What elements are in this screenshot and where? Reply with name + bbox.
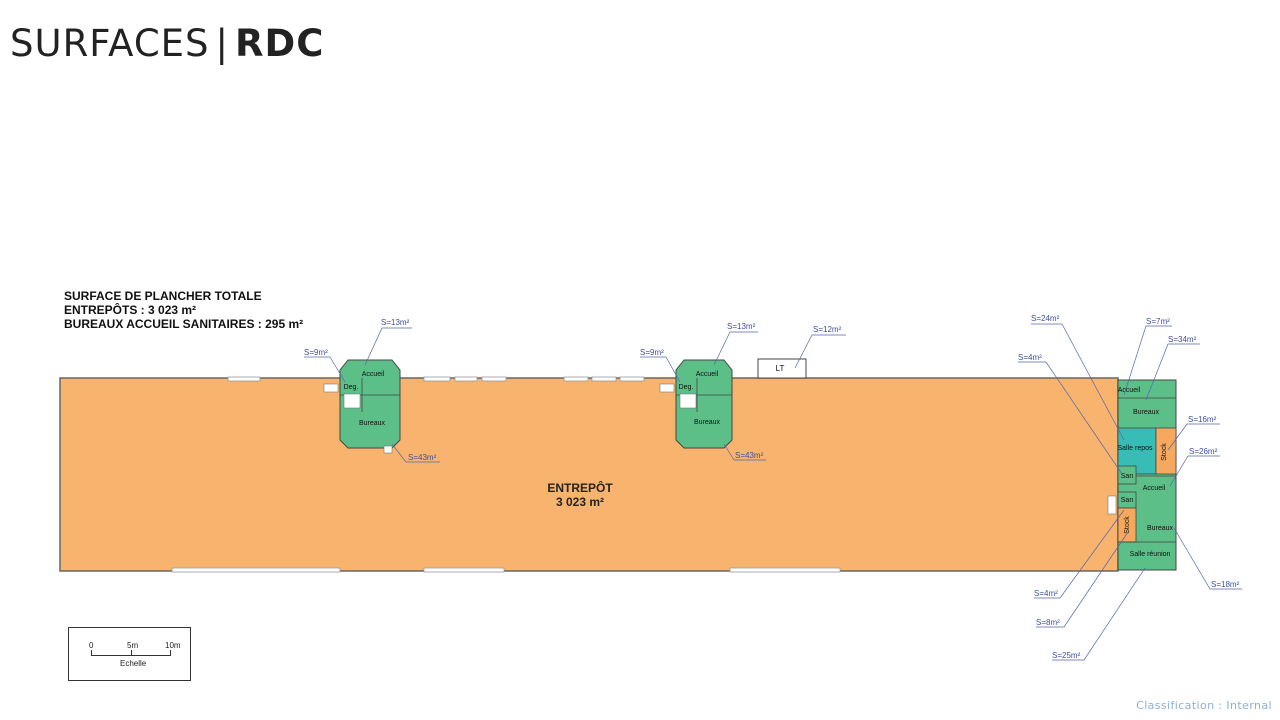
callout-middle-bureaux: S=43m² (735, 451, 764, 460)
callout-stock-top: S=16m² (1188, 415, 1217, 424)
scale-ten: 10m (165, 641, 181, 650)
right-salle-repos-label: Salle repos (1117, 445, 1153, 452)
right-salle-reunion-label: Salle réunion (1130, 551, 1171, 558)
callout-bureaux-bottom: S=18m² (1211, 580, 1240, 589)
summary-line-warehouse: ENTREPÔTS : 3 023 m² (64, 303, 197, 317)
middle-deg-label: Deg. (679, 384, 694, 391)
right-stock-bottom-label: Stock (1124, 516, 1131, 534)
callout-left-bureaux: S=43m² (408, 453, 437, 462)
scale-tick-5 (131, 650, 132, 656)
left-deg-label: Deg. (344, 384, 359, 391)
office-block-right (1107, 379, 1177, 571)
callout-right-accueil-top: S=7m² (1146, 317, 1170, 326)
callout-middle-accueil: S=13m² (727, 322, 756, 331)
callout-stock-bottom: S=8m² (1036, 618, 1060, 627)
right-bureaux-bottom-label: Bureaux (1147, 525, 1174, 532)
scale-bar: 0 5m 10m Echelle (68, 627, 191, 681)
title-level: RDC (235, 22, 325, 65)
lt-room (757, 358, 807, 379)
callout-lt: S=12m² (813, 325, 842, 334)
scale-label: Echelle (120, 659, 147, 668)
office-block-middle (659, 359, 733, 449)
right-accueil-top-label: Accueil (1118, 387, 1141, 394)
right-san-1-label: San (1121, 473, 1134, 480)
scale-tick-10 (170, 650, 171, 656)
title-prefix: SURFACES (10, 22, 210, 65)
callout-leaders (304, 323, 1242, 661)
callout-salle-repos: S=24m² (1031, 314, 1060, 323)
right-bureaux-top-label: Bureaux (1133, 409, 1160, 416)
right-accueil-mid-label: Accueil (1143, 485, 1166, 492)
scale-tick-0 (91, 650, 92, 656)
warehouse-area-value: 3 023 m² (556, 495, 604, 509)
middle-accueil-label: Accueil (696, 371, 719, 378)
callout-san-top: S=4m² (1018, 353, 1042, 362)
scale-zero: 0 (89, 641, 94, 650)
office-block-left (323, 359, 401, 454)
callout-san-bottom: S=4m² (1034, 589, 1058, 598)
right-stock-top-label: Stock (1161, 443, 1168, 461)
middle-bureaux-label: Bureaux (694, 419, 721, 426)
callout-left-deg: S=9m² (304, 348, 328, 357)
warehouse-label: ENTREPÔT (547, 480, 613, 495)
wall-openings (171, 376, 841, 573)
lt-label: LT (776, 364, 785, 373)
scale-five: 5m (127, 641, 139, 650)
left-bureaux-label: Bureaux (359, 420, 386, 427)
summary-line-offices: BUREAUX ACCUEIL SANITAIRES : 295 m² (64, 317, 304, 331)
summary-line-total: SURFACE DE PLANCHER TOTALE (64, 289, 262, 303)
callout-salle-reunion: S=25m² (1052, 651, 1081, 660)
callout-middle-deg: S=9m² (640, 348, 664, 357)
callout-right-bureaux-top: S=34m² (1168, 335, 1197, 344)
callout-accueil-mid: S=26m² (1189, 447, 1218, 456)
left-accueil-label: Accueil (362, 371, 385, 378)
callout-left-accueil: S=13m² (381, 318, 410, 327)
title-separator: | (215, 22, 229, 65)
surface-summary: SURFACE DE PLANCHER TOTALE ENTREPÔTS : 3… (64, 289, 303, 331)
classification-label: Classification : Internal (1136, 699, 1272, 712)
warehouse-area (59, 377, 1119, 572)
page-title: SURFACES|RDC (10, 22, 324, 65)
right-san-2-label: San (1121, 497, 1134, 504)
